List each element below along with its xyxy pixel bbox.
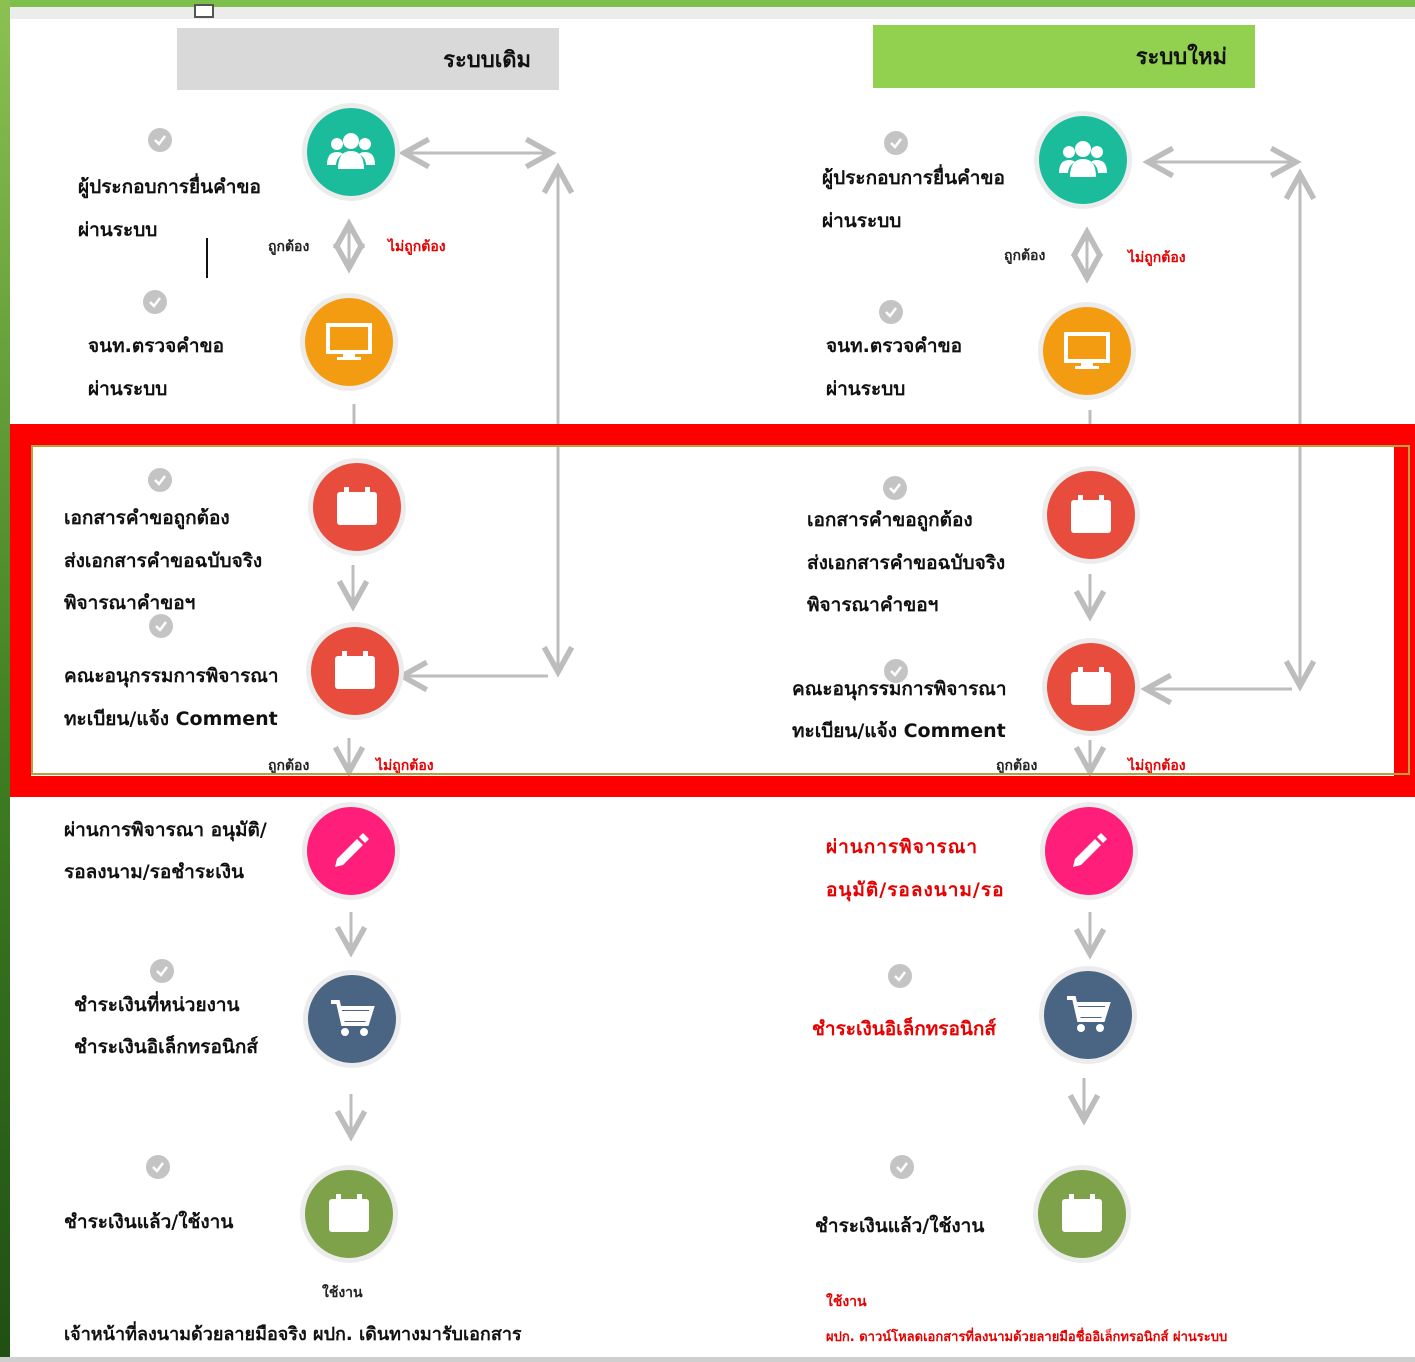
old-step1-label-1: ผู้ประกอบการยื่นคำขอ xyxy=(78,176,261,198)
check-icon xyxy=(888,964,912,988)
new-step6-label: ชำระเงินอิเล็กทรอนิกส์ xyxy=(812,1018,997,1040)
new-system-header: ระบบใหม่ xyxy=(873,25,1255,88)
cart-icon xyxy=(331,1000,375,1036)
old-step7-label: ชำระเงินแล้ว/ใช้งาน xyxy=(64,1211,234,1233)
users-icon xyxy=(327,133,375,169)
old-step3-label-1: เอกสารคำขอถูกต้อง xyxy=(64,507,230,529)
new-step1-label-1: ผู้ประกอบการยื่นคำขอ xyxy=(822,167,1005,189)
old-correct-label-2: ถูกต้อง xyxy=(268,758,310,774)
calendar-icon xyxy=(335,651,375,689)
slide-top-border xyxy=(0,0,1415,7)
new-step6-circle[interactable] xyxy=(1039,966,1137,1064)
new-correct-label-2: ถูกต้อง xyxy=(996,758,1038,774)
new-step1-label-2: ผ่านระบบ xyxy=(822,210,902,232)
check-icon xyxy=(143,290,167,314)
old-step4-label-2: ทะเบียน/แจ้ง Comment xyxy=(64,708,278,730)
new-step3-label-3: พิจารณาคำขอฯ xyxy=(807,594,939,616)
new-step3-label-2: ส่งเอกสารคำขอฉบับจริง xyxy=(807,552,1006,574)
old-step5-circle[interactable] xyxy=(302,802,400,900)
users-icon xyxy=(1059,141,1107,177)
slide-top-strip xyxy=(10,7,1415,19)
new-step1-circle[interactable] xyxy=(1034,111,1132,209)
old-step6-circle[interactable] xyxy=(303,970,401,1068)
new-incorrect-label: ไม่ถูกต้อง xyxy=(1128,250,1186,266)
old-step4-circle[interactable] xyxy=(306,622,404,720)
monitor-icon xyxy=(1064,332,1110,369)
calendar-icon xyxy=(1071,667,1111,705)
pencil-icon xyxy=(335,833,369,867)
old-step6-label-1: ชำระเงินที่หน่วยงาน xyxy=(74,994,240,1016)
resize-handle[interactable] xyxy=(194,4,214,18)
new-step2-label-2: ผ่านระบบ xyxy=(826,378,906,400)
new-step7-circle[interactable] xyxy=(1033,1165,1131,1263)
highlight-box xyxy=(10,424,1415,797)
check-icon xyxy=(148,468,172,492)
new-step3-circle[interactable] xyxy=(1042,466,1140,564)
pencil-icon xyxy=(1073,833,1107,867)
old-step7-circle[interactable] xyxy=(300,1165,398,1263)
old-step2-label-2: ผ่านระบบ xyxy=(88,378,168,400)
new-footnote: ผปก. ดาวน์โหลดเอกสารที่ลงนามด้วยลายมือชื… xyxy=(826,1330,1228,1345)
calendar-icon xyxy=(1062,1194,1102,1232)
new-incorrect-label-2: ไม่ถูกต้อง xyxy=(1128,758,1186,774)
new-step4-label-2: ทะเบียน/แจ้ง Comment xyxy=(792,720,1006,742)
check-icon xyxy=(149,614,173,638)
cart-icon xyxy=(1067,996,1111,1032)
old-step2-label-1: จนท.ตรวจคำขอ xyxy=(88,335,224,357)
old-in-use-label: ใช้งาน xyxy=(322,1285,363,1301)
old-incorrect-label: ไม่ถูกต้อง xyxy=(388,239,446,255)
old-step6-label-2: ชำระเงินอิเล็กทรอนิกส์ xyxy=(74,1036,259,1058)
new-step5-circle[interactable] xyxy=(1040,802,1138,900)
check-icon xyxy=(883,476,907,500)
new-step3-label-1: เอกสารคำขอถูกต้อง xyxy=(807,509,973,531)
monitor-icon xyxy=(326,323,372,360)
new-correct-label: ถูกต้อง xyxy=(1004,248,1046,264)
new-step2-circle[interactable] xyxy=(1038,302,1136,400)
check-icon xyxy=(884,131,908,155)
check-icon xyxy=(884,659,908,683)
slide-bottom-border xyxy=(0,1357,1415,1362)
new-step4-circle[interactable] xyxy=(1042,638,1140,736)
old-correct-label: ถูกต้อง xyxy=(268,239,310,255)
old-step3-label-2: ส่งเอกสารคำขอฉบับจริง xyxy=(64,550,263,572)
new-step2-label-1: จนท.ตรวจคำขอ xyxy=(826,335,962,357)
old-step1-label-2: ผ่านระบบ xyxy=(78,219,158,241)
check-icon xyxy=(879,300,903,324)
old-step2-circle[interactable] xyxy=(300,293,398,391)
calendar-icon xyxy=(329,1194,369,1232)
old-system-header: ระบบเดิม xyxy=(177,28,559,90)
new-in-use-label: ใช้งาน xyxy=(826,1294,867,1310)
old-step5-label-1: ผ่านการพิจารณา อนุมัติ/ xyxy=(64,819,267,841)
new-step5-label-2: อนุมัติ/รอลงนาม/รอ xyxy=(826,879,1005,901)
old-footnote: เจ้าหน้าที่ลงนามด้วยลายมือจริง ผปก. เดิน… xyxy=(64,1324,522,1345)
slide-left-border xyxy=(0,0,10,1362)
old-step4-label-1: คณะอนุกรรมการพิจารณา xyxy=(64,665,279,687)
new-step5-label-1: ผ่านการพิจารณา xyxy=(826,836,978,858)
check-icon xyxy=(148,128,172,152)
old-step1-circle[interactable] xyxy=(302,103,400,201)
check-icon xyxy=(890,1155,914,1179)
old-step3-circle[interactable] xyxy=(308,458,406,556)
highlight-inner-border xyxy=(31,445,1410,775)
calendar-icon xyxy=(337,487,377,525)
old-incorrect-label-2: ไม่ถูกต้อง xyxy=(376,758,434,774)
check-icon xyxy=(146,1155,170,1179)
new-step4-label-1: คณะอนุกรรมการพิจารณา xyxy=(792,678,1007,700)
new-step7-label: ชำระเงินแล้ว/ใช้งาน xyxy=(815,1215,985,1237)
old-step5-label-2: รอลงนาม/รอชำระเงิน xyxy=(64,861,245,883)
check-icon xyxy=(150,959,174,983)
old-step3-label-3: พิจารณาคำขอฯ xyxy=(64,592,196,614)
calendar-icon xyxy=(1071,495,1111,533)
